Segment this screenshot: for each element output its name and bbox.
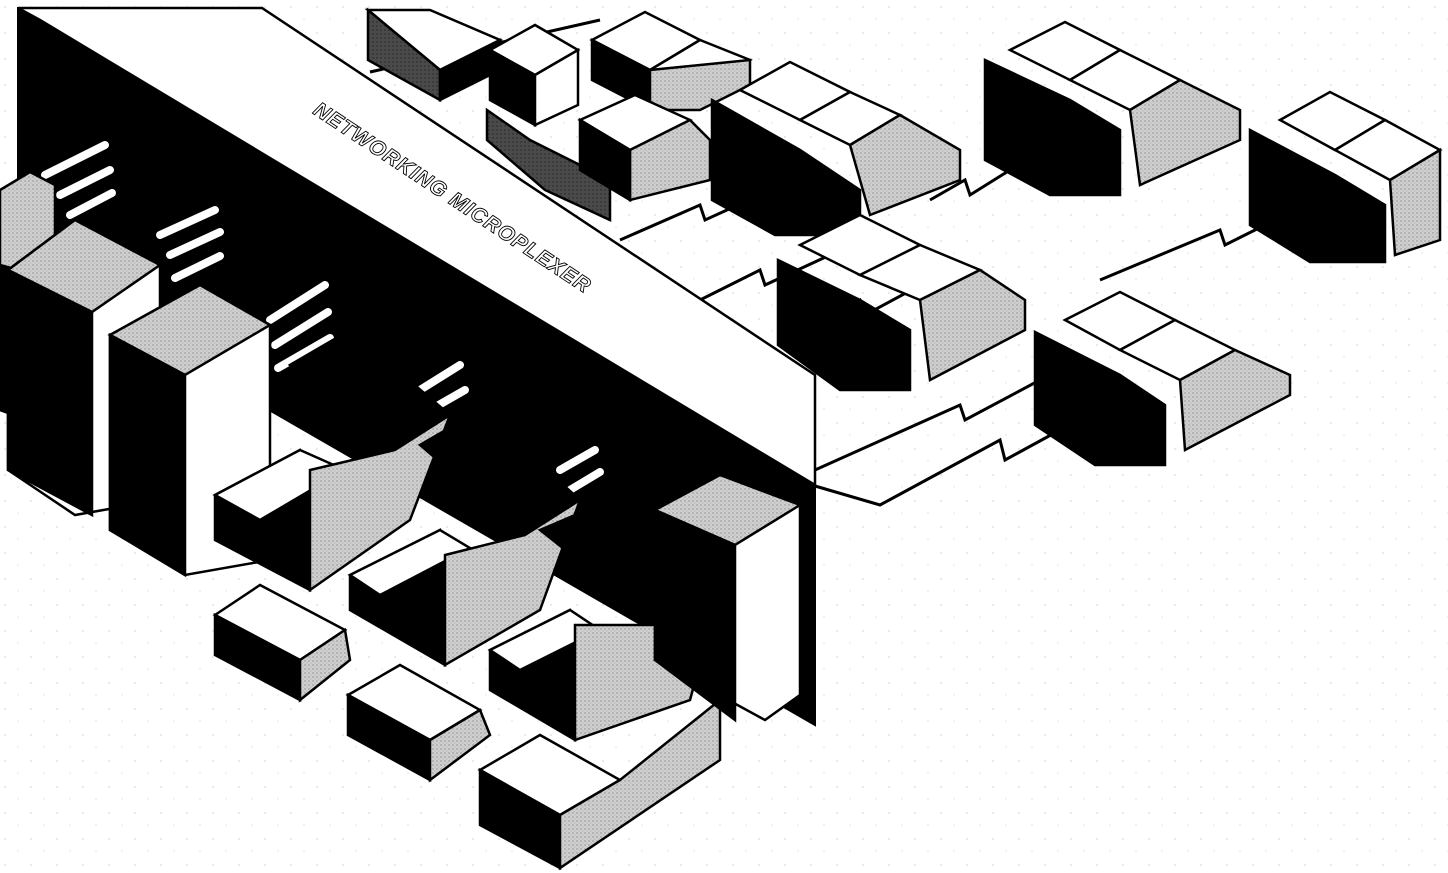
- network-diagram: NETWORKING MICROPLEXER: [0, 0, 1448, 873]
